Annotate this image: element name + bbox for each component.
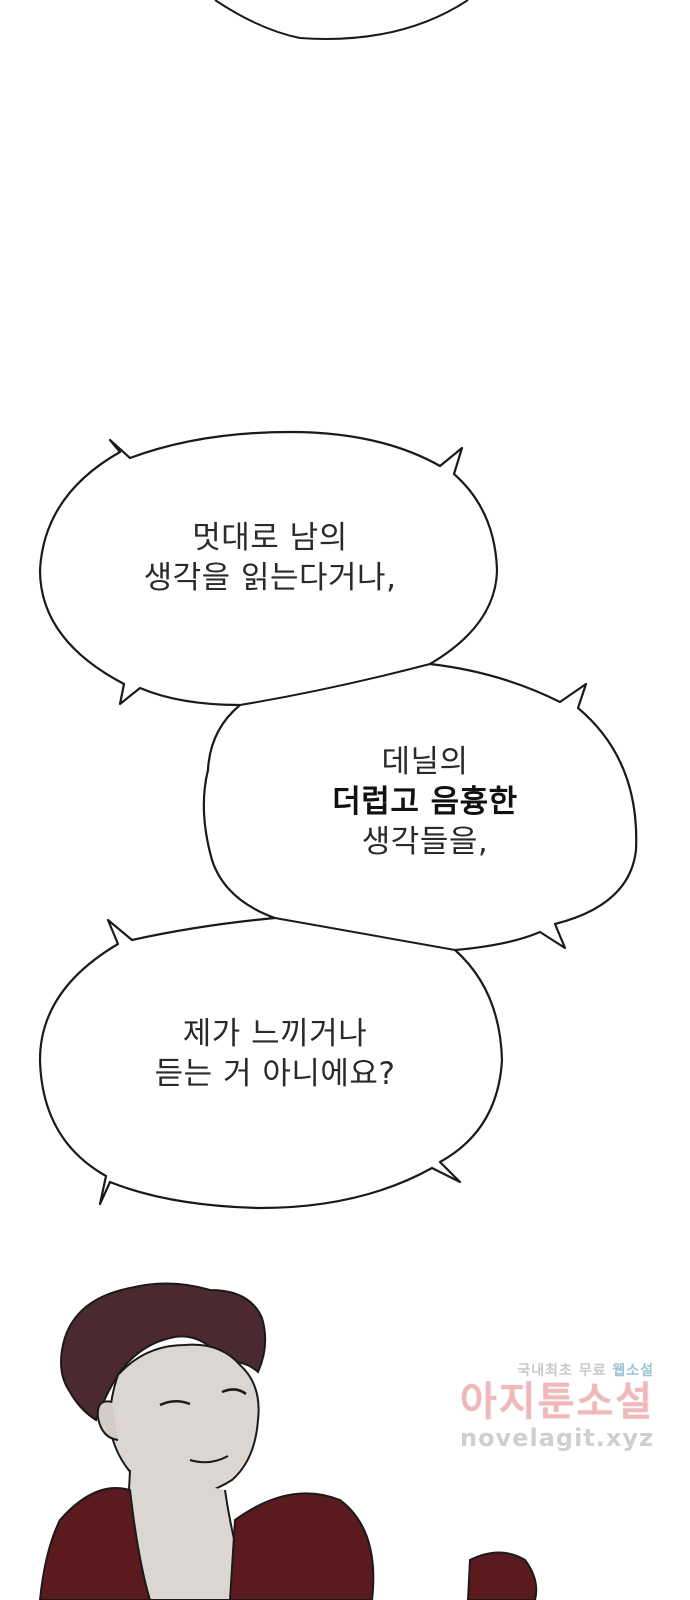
character-eye-right [221,1388,247,1396]
bubble-2-text: 데닐의 더럽고 음흉한 생각들을, [245,742,605,862]
bubble-3-line-1: 제가 느끼거나 [182,1016,368,1052]
character-eye-left [159,1400,191,1407]
bubble-1-line-2: 생각을 읽는다거나, [143,560,397,596]
bubble-1-line-1: 멋대로 남의 [192,520,348,556]
top-bubble-edge [214,0,469,40]
watermark-url: novelagit.xyz [459,1424,654,1452]
watermark-top: 국내최초 무료 웹소설 [454,1360,654,1380]
watermark-main: 아지툰소설 [460,1379,654,1425]
bubble-2-line-3: 생각들을, [361,824,489,860]
bubble-divider-1 [239,663,431,706]
bubble-3-text: 제가 느끼거나 듣는 거 아니에요? [70,1014,480,1094]
watermark-top-text: 국내최초 무료 [517,1363,607,1379]
bubble-2-line-2: 더럽고 음흉한 [332,784,518,820]
speech-bubble-1 [38,430,638,1210]
character-ear [96,1400,119,1441]
bubble-1-text: 멋대로 남의 생각을 읽는다거나, [70,518,470,598]
bubble-divider-2 [274,917,456,951]
character-shirt [38,1487,152,1600]
watermark: 국내최초 무료 웹소설 아지툰소설 novelagit.xyz [454,1360,654,1452]
character-shoulder [228,1492,375,1600]
character-hand [466,1551,538,1600]
bubble-3-line-2: 듣는 거 아니에요? [154,1056,396,1092]
watermark-top-accent: 웹소설 [612,1363,654,1379]
bubble-2-line-1: 데닐의 [381,744,469,780]
character-mouth [189,1455,229,1464]
character-illustration [38,1282,538,1600]
